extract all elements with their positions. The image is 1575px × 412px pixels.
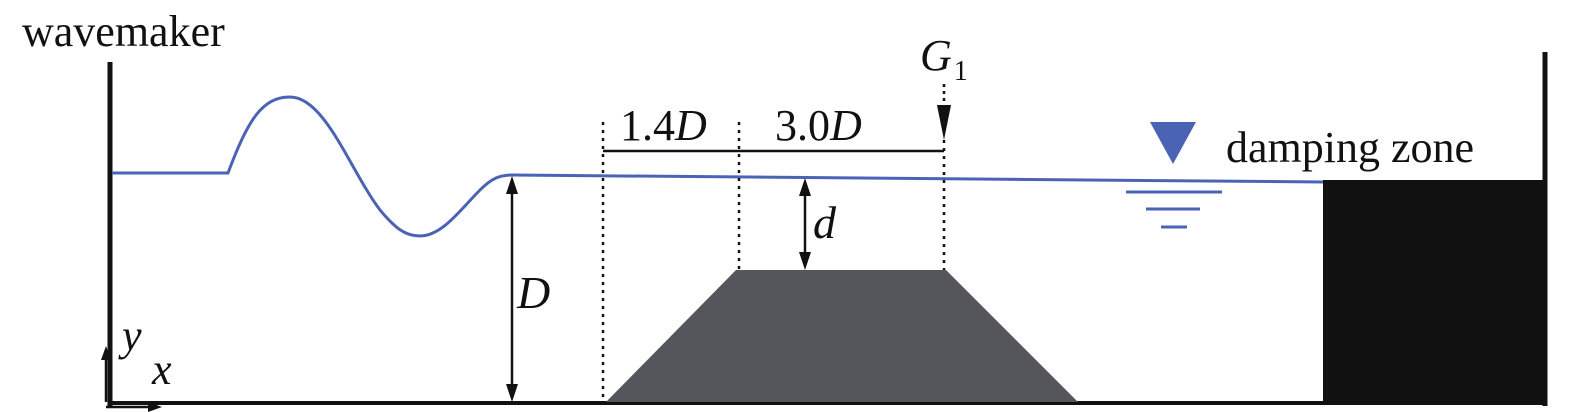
y-axis-label: y [118, 311, 142, 360]
submergence-arrow-bottom-head [799, 252, 811, 270]
dim-right-label: 3.0D [775, 101, 862, 150]
damping-zone-label: damping zone [1226, 123, 1474, 172]
submergence-label: d [813, 197, 837, 248]
gauge-subscript: 1 [954, 56, 968, 87]
depth-arrow-bottom-head [506, 384, 518, 402]
wave-profile [112, 95, 1324, 238]
x-axis-arrow-head [148, 402, 162, 412]
dim-left-label: 1.4D [620, 101, 707, 150]
x-axis-label: x [151, 345, 172, 394]
wavemaker-label: wavemaker [22, 7, 225, 56]
dim-left-unit: D [674, 101, 707, 150]
water-level-symbol-icon [1126, 122, 1222, 229]
dim-right-unit: D [829, 101, 862, 150]
down-arrow-icon [937, 105, 951, 140]
submergence-arrow-top-head [799, 178, 811, 196]
dim-left-number: 1.4 [620, 101, 675, 150]
gauge-letter: G [920, 31, 952, 80]
depth-label: D [516, 267, 550, 318]
y-axis-arrow-head [101, 346, 111, 360]
depth-arrow-top-head [506, 176, 518, 194]
damping-zone-block [1323, 180, 1543, 402]
gauge-label: G1 [920, 31, 968, 87]
dim-right-number: 3.0 [775, 101, 830, 150]
submerged-structure [606, 270, 1078, 402]
